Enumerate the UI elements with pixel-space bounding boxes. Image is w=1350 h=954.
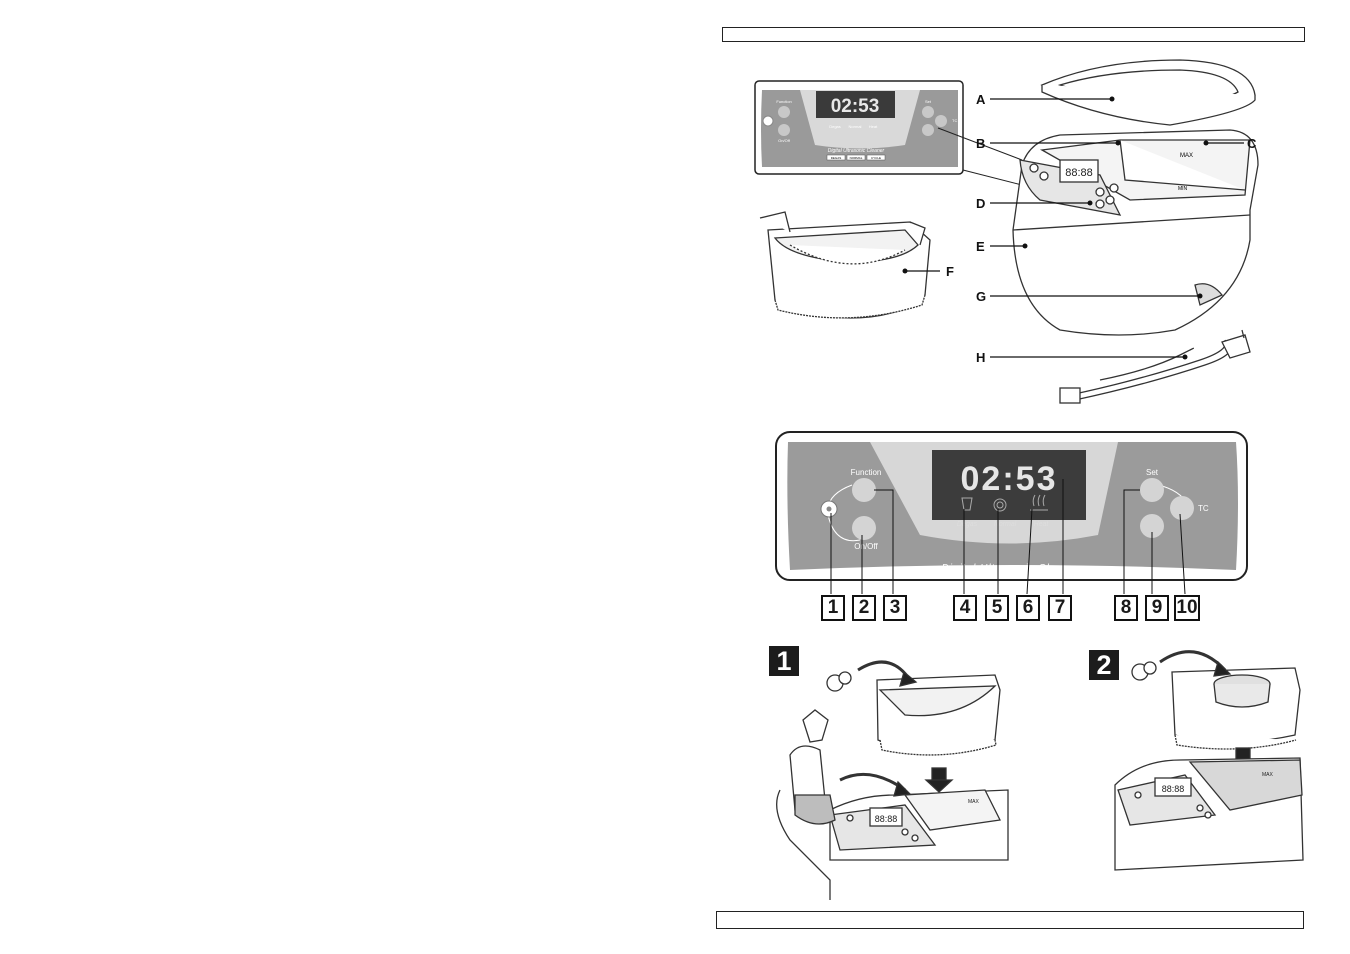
power-cord-illustration xyxy=(1059,329,1251,404)
number-box-1: 1 xyxy=(821,595,845,621)
inset-set-label: Set xyxy=(925,99,932,104)
inset-display: 02:53 xyxy=(831,96,880,117)
callout-f: F xyxy=(946,264,954,279)
inset-brand-label: Digital Ultrasonic Cleaner xyxy=(828,148,885,154)
degas-icon xyxy=(961,497,973,511)
inset-btn-degas: DEGAS xyxy=(831,156,842,160)
step1-max: MAX xyxy=(968,799,980,805)
lid-illustration xyxy=(1040,59,1256,126)
step1-display: 88:88 xyxy=(875,814,898,824)
onoff-label: On/Off xyxy=(854,542,878,551)
number-box-5: 5 xyxy=(985,595,1009,621)
inset-btn-cycle: CYCLE xyxy=(871,156,881,160)
number-box-10: 10 xyxy=(1174,595,1200,621)
heat-label: Heat xyxy=(1034,521,1050,528)
cleaner-unit-illustration: 88:88 xyxy=(1012,129,1259,336)
callout-d: D xyxy=(976,196,985,211)
number-box-7: 7 xyxy=(1048,595,1072,621)
number-box-2: 2 xyxy=(852,595,876,621)
panel-display: 02:53 xyxy=(961,460,1058,498)
step-1-badge: 1 xyxy=(769,646,799,676)
callout-c: C xyxy=(1247,136,1257,151)
callout-g: G xyxy=(976,289,986,304)
number-box-9: 9 xyxy=(1145,595,1169,621)
callout-a: A xyxy=(976,92,986,107)
step-2-badge: 2 xyxy=(1089,650,1119,680)
inset-onoff-label: On/Off xyxy=(778,138,791,143)
function-label: Function xyxy=(851,468,882,477)
unit-mini-display: 88:88 xyxy=(1065,167,1093,179)
inset-degas-label: Degas xyxy=(829,124,841,129)
normal-label: Normal xyxy=(994,521,1017,528)
control-panel-figure: 02:53 Degas Normal Heat Function On/Off … xyxy=(775,431,1248,595)
number-box-6: 6 xyxy=(1016,595,1040,621)
inset-normal-label: Normal xyxy=(849,124,862,129)
unit-max-mark: MAX xyxy=(1180,153,1193,159)
step2-display: 88:88 xyxy=(1162,784,1185,794)
set-label: Set xyxy=(1146,468,1159,477)
degas-label: Degas xyxy=(957,521,978,528)
unit-min-mark: MIN xyxy=(1178,186,1188,192)
callout-h: H xyxy=(976,350,985,365)
heat-icon xyxy=(1030,494,1048,511)
normal-icon xyxy=(993,498,1007,512)
number-box-8: 8 xyxy=(1114,595,1138,621)
number-box-3: 3 xyxy=(883,595,907,621)
basket-illustration xyxy=(759,211,931,319)
step2-max: MAX xyxy=(1262,772,1274,778)
callout-e: E xyxy=(976,239,985,254)
header-bar xyxy=(722,27,1305,42)
step2-illustration xyxy=(1114,650,1304,871)
callout-b: B xyxy=(976,136,985,151)
inset-heat-label: Heat xyxy=(869,124,878,129)
step1-illustration xyxy=(776,660,1009,900)
inset-function-label: Function xyxy=(776,99,791,104)
footer-bar xyxy=(716,911,1304,929)
inset-panel: 02:53 Degas Normal Heat Function On/Off … xyxy=(754,80,964,175)
inset-btn-normal: NORMAL xyxy=(850,156,863,160)
inset-tc-label: TC xyxy=(952,118,957,123)
tc-label: TC xyxy=(1198,504,1209,513)
brand-label: Digital Ultrasonic Cleaner xyxy=(942,563,1081,574)
number-box-4: 4 xyxy=(953,595,977,621)
